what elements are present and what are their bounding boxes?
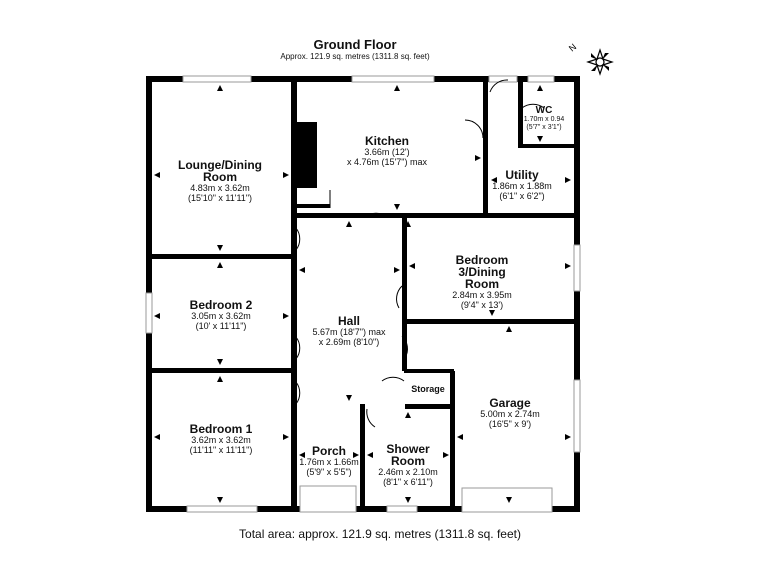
dimension-arrow [154,313,160,319]
windows [145,75,581,513]
room-dims-m: 3.62m x 3.62m [191,435,251,445]
room-name: WC [535,105,553,116]
floor-area-subtitle: Approx. 121.9 sq. metres (1311.8 sq. fee… [280,52,430,61]
dimension-arrow [565,263,571,269]
room-name: Kitchen [364,134,410,148]
room-dims-ft: (6'1" x 6'2") [499,191,545,201]
interior-walls [148,80,576,512]
dimension-arrow [217,376,223,382]
room-name: Lounge/Dining Room [178,158,262,184]
dimension-arrow [353,452,359,458]
room-utility: Utility 1.86m x 1.88m (6'1" x 6'2") [492,169,552,201]
room-porch: Porch 1.76m x 1.66m (5'9" x 5'5") [299,445,359,477]
dimension-arrow [299,155,305,161]
dimension-arrow [217,359,223,365]
dimension-arrow [489,310,495,316]
dimension-arrow [367,452,373,458]
dimension-arrow [443,452,449,458]
room-lounge: Lounge/Dining Room 4.83m x 3.62m (15'10"… [178,159,262,203]
dimension-arrow [565,434,571,440]
dimension-arrow [537,85,543,91]
room-dims-ft: (10' x 11'11") [195,321,247,331]
dimension-arrow [154,434,160,440]
dimension-arrow [405,412,411,418]
room-name: Garage [489,396,531,410]
dimension-markers [154,85,571,503]
room-dims-ft: (5'7" x 3'1") [526,124,562,131]
room-dims-m: 5.67m (18'7") max [312,327,386,337]
dimension-arrow [346,395,352,401]
room-dims-ft: x 2.69m (8'10") [318,337,380,347]
room-storage: Storage [411,383,445,395]
door-swings [295,79,545,428]
room-bedroom-1: Bedroom 1 3.62m x 3.62m (11'11" x 11'11"… [190,423,253,455]
room-dims-ft: (16'5" x 9') [488,419,532,429]
room-dims-m: 3.66m (12') [364,147,410,157]
dimension-arrow [217,262,223,268]
dimension-arrow [475,155,481,161]
dimension-arrow [405,497,411,503]
room-dims-m: 4.83m x 3.62m [190,183,250,193]
dimension-arrow [506,497,512,503]
dimension-arrow [394,204,400,210]
room-dims-m: 1.86m x 1.88m [492,181,552,191]
total-area-footer: Total area: approx. 121.9 sq. metres (13… [239,527,521,541]
dimension-arrow [217,245,223,251]
dimension-arrow [491,177,497,183]
dimension-arrow [283,434,289,440]
dimension-arrow [217,497,223,503]
room-dims-ft: x 4.76m (15'7") max [347,157,427,167]
dimension-arrow [537,136,543,142]
room-dims-ft: (11'11" x 11'11") [189,445,253,455]
room-bedroom-2: Bedroom 2 3.05m x 3.62m (10' x 11'11") [190,299,253,331]
dimension-arrow [506,326,512,332]
dimension-arrow [565,177,571,183]
room-name: Shower Room [386,442,430,468]
room-wc: WC 1.70m x 0.94 (5'7" x 3'1") [524,106,564,132]
room-name: Storage [411,384,445,394]
room-dims-m: 1.76m x 1.66m [299,457,359,467]
room-bedroom-3: Bedroom 3/Dining Room 2.84m x 3.95m (9'4… [452,254,512,310]
room-dims-ft: (15'10" x 11'11") [187,193,253,203]
room-dims-ft: (5'9" x 5'5") [306,467,352,477]
room-name: Utility [505,168,539,182]
dimension-arrow [409,263,415,269]
dimension-arrow [405,221,411,227]
dimension-arrow [217,85,223,91]
room-dims-m: 3.05m x 3.62m [191,311,251,321]
room-garage: Garage 5.00m x 2.74m (16'5" x 9') [480,397,540,429]
room-name: Porch [311,444,346,458]
dimension-arrow [283,313,289,319]
dimension-arrow [346,221,352,227]
dimension-arrow [457,434,463,440]
room-dims-m: 2.84m x 3.95m [452,290,512,300]
dimension-arrow [283,172,289,178]
dimension-arrow [154,172,160,178]
dimension-arrow [299,452,305,458]
room-kitchen: Kitchen 3.66m (12') x 4.76m (15'7") max [347,135,427,167]
room-shower: Shower Room 2.46m x 2.10m (8'1" x 6'11") [378,443,438,487]
dimension-arrow [394,85,400,91]
room-dims-ft: (8'1" x 6'11") [383,477,433,487]
room-name: Bedroom 2 [189,298,253,312]
floor-title: Ground Floor [313,37,397,52]
compass-rose [586,48,614,76]
room-dims-m: 2.46m x 2.10m [378,467,438,477]
dimension-arrow [299,267,305,273]
room-dims-m: 1.70m x 0.94 [523,116,565,123]
compass-north-label: N [567,42,578,54]
room-dims-m: 5.00m x 2.74m [480,409,540,419]
dimension-arrow [394,267,400,273]
room-name: Bedroom 3/Dining Room [455,253,509,291]
room-name: Hall [337,314,361,328]
room-hall: Hall 5.67m (18'7") max x 2.69m (8'10") [313,315,386,347]
room-name: Bedroom 1 [189,422,253,436]
room-dims-ft: (9'4" x 13') [460,300,504,310]
